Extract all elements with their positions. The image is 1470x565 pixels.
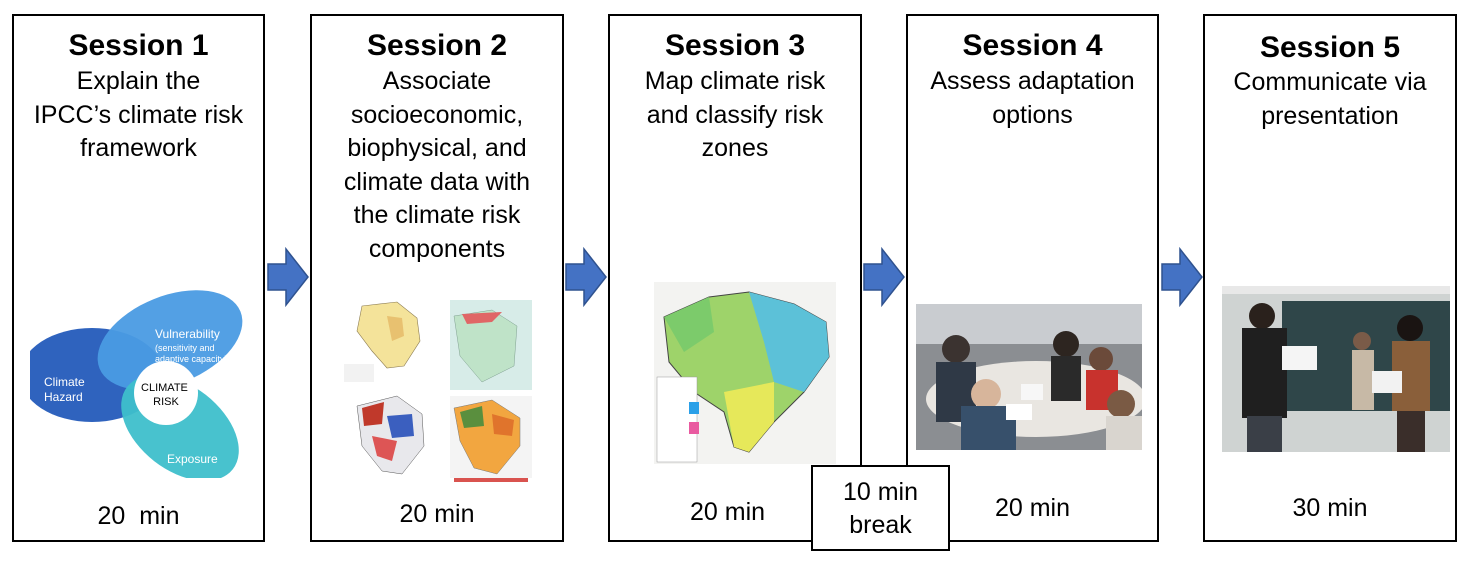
session-1-desc-line: framework: [80, 134, 197, 162]
session-2-desc-line: the climate risk: [353, 201, 521, 229]
session-1-duration: 20 min: [97, 502, 180, 530]
session-3-desc-line: and classify risk: [646, 100, 824, 129]
right-arrow-icon: [863, 247, 905, 307]
session-5-title: Session 5: [1259, 31, 1401, 64]
session-2-desc-line: components: [368, 234, 506, 263]
session-3-box: Session 3 Map climate risk and classify …: [608, 14, 862, 542]
session-3-description: Map climate risk and classify risk zones: [610, 65, 860, 166]
session-2-desc-line: biophysical, and: [347, 134, 527, 162]
hazard-label: Climate Hazard: [44, 375, 88, 404]
session-4-desc-line: Assess adaptation: [930, 67, 1135, 95]
break-label: break: [849, 511, 912, 539]
exposure-label: Exposure: [167, 452, 218, 466]
right-arrow-icon: [267, 247, 309, 307]
session-2-desc-line: Associate: [382, 67, 492, 95]
climate-risk-circle: [134, 361, 198, 425]
session-5-box: Session 5 Communicate via presentation 3…: [1203, 14, 1457, 542]
session-4-title: Session 4: [962, 29, 1103, 62]
session-5-desc-line: Communicate via: [1233, 68, 1427, 96]
session-3-desc-line: zones: [701, 134, 769, 162]
session-4-desc-line: options: [992, 100, 1073, 129]
climate-risk-label: CLIMATE RISK: [141, 382, 191, 408]
hand-drawn-risk-map-image: [654, 282, 836, 464]
session-5-desc-line: presentation: [1261, 101, 1399, 130]
session-4-box: Session 4 Assess adaptation options 20 m…: [906, 14, 1159, 542]
session-3-duration: 20 min: [690, 498, 766, 526]
group-workshop-photo: [916, 304, 1142, 450]
session-2-desc-line: socioeconomic,: [350, 100, 524, 129]
climate-risk-diagram: Climate Hazard Vulnerability (sensitivit…: [30, 290, 243, 478]
break-duration: 10 min: [842, 478, 919, 506]
brazil-data-maps-image: [342, 296, 534, 486]
session-3-desc-line: Map climate risk: [644, 67, 826, 95]
vulnerability-ellipse: [97, 290, 243, 390]
session-5-duration: 30 min: [1292, 494, 1368, 522]
session-1-desc-line: IPCC’s climate risk: [33, 100, 244, 129]
session-4-description: Assess adaptation options: [908, 65, 1157, 132]
session-2-description: Associate socioeconomic, biophysical, an…: [312, 65, 562, 266]
right-arrow-icon: [565, 247, 607, 307]
session-4-duration: 20 min: [994, 494, 1071, 522]
break-box: 10 min break: [811, 465, 950, 551]
session-2-title: Session 2: [366, 29, 508, 62]
vulnerability-label: Vulnerability (sensitivity and adaptive …: [155, 325, 228, 364]
session-5-description: Communicate via presentation: [1205, 66, 1455, 133]
student-presentation-photo: [1222, 286, 1450, 452]
session-1-box: Session 1 Explain the IPCC’s climate ris…: [12, 14, 265, 542]
session-2-duration: 20 min: [399, 500, 475, 528]
session-3-title: Session 3: [664, 29, 806, 62]
session-2-desc-line: climate data with: [343, 167, 531, 196]
session-1-description: Explain the IPCC’s climate risk framewor…: [14, 65, 263, 166]
session-1-desc-line: Explain the: [76, 67, 201, 95]
session-1-title: Session 1: [68, 29, 209, 62]
session-2-box: Session 2 Associate socioeconomic, bioph…: [310, 14, 564, 542]
right-arrow-icon: [1161, 247, 1203, 307]
